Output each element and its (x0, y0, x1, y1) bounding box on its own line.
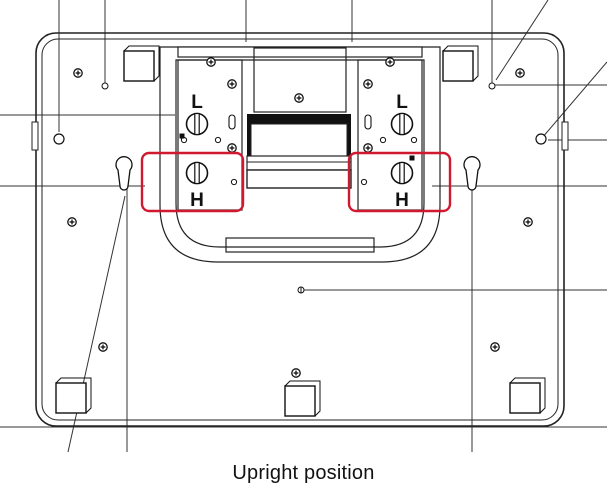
right-side-tab (561, 121, 569, 151)
knob-right-H (390, 161, 414, 185)
stand-outer-outline (159, 46, 441, 263)
hinge-black-top (247, 114, 351, 124)
monitor-inner-body (41, 38, 559, 421)
leader-line-diag-1 (495, 0, 549, 81)
knob-left-L (185, 112, 209, 136)
highlight-box-left-H (140, 151, 245, 213)
foot-top-right-shadow (442, 45, 479, 82)
stand-bottom-bar (225, 237, 375, 253)
diagram-caption: Upright position (232, 462, 375, 484)
screw-top-right-icon (515, 68, 525, 78)
screw-bottom-left-icon (98, 342, 108, 352)
small-hole-2 (230, 178, 238, 186)
hinge-base (246, 169, 352, 189)
screw-bottom-right-icon (490, 342, 500, 352)
mounting-hole-top-left (101, 82, 109, 90)
knob-left-H (185, 161, 209, 185)
mounting-hole-right-outer (535, 133, 547, 145)
mounting-hole-left-outer (53, 133, 65, 145)
left-side-tab (31, 121, 39, 151)
screw-bottom-center-icon (291, 368, 301, 378)
screw-right-plate-top-icon (385, 57, 395, 67)
screw-top-left-icon (73, 68, 83, 78)
foot-top-left (123, 50, 155, 82)
foot-bottom-left (55, 382, 87, 414)
stand-inner-outline (175, 59, 425, 248)
label-right-H: H (395, 190, 409, 211)
screw-left-inner-icon (227, 79, 237, 89)
keyhole-slot-left (115, 156, 133, 191)
label-left-H: H (190, 190, 204, 211)
leader-lines (0, 0, 607, 453)
monitor-outer-body (35, 32, 565, 427)
foot-top-right (442, 50, 474, 82)
hinge-lower (246, 155, 352, 171)
foot-bottom-center-shadow (284, 380, 321, 417)
small-hole-4 (379, 136, 387, 144)
screw-right-body-icon (523, 217, 533, 227)
stand-top-plate (177, 46, 423, 58)
hinge-assembly (246, 114, 352, 189)
screw-right-mid-icon (363, 143, 373, 153)
slot-capsule-1 (364, 114, 372, 130)
leader-line-diag-2 (541, 61, 607, 139)
square-marker-0 (179, 133, 185, 139)
knob-right-L (390, 112, 414, 136)
foot-bottom-left-shadow (55, 377, 92, 414)
hinge-body (250, 123, 348, 157)
highlight-box-right-H (347, 151, 452, 213)
foot-bottom-center (284, 385, 316, 417)
foot-top-left-shadow (123, 45, 160, 82)
screw-center-panel-icon (294, 93, 304, 103)
stand-center-panel (253, 47, 347, 113)
slot-capsule-0 (228, 114, 236, 130)
small-hole-1 (214, 136, 222, 144)
screw-left-plate-top-icon (206, 57, 216, 67)
small-hole-5 (410, 136, 418, 144)
screw-right-inner-icon (363, 79, 373, 89)
label-right-L: L (396, 92, 408, 113)
foot-bottom-right-shadow (509, 377, 546, 414)
hinge-black-side-left (247, 114, 251, 156)
foot-bottom-right (509, 382, 541, 414)
small-hole-3 (360, 178, 368, 186)
hinge-black-side-right (347, 114, 351, 156)
square-marker-1 (409, 155, 415, 161)
screw-left-mid-icon (227, 143, 237, 153)
mounting-hole-top-right (488, 82, 496, 90)
slotted-knob-group (185, 112, 414, 185)
keyhole-slot-right (463, 156, 481, 191)
stand-bracket (159, 46, 441, 263)
screw-group (67, 57, 533, 378)
screw-left-body-icon (67, 217, 77, 227)
label-left-L: L (191, 92, 203, 113)
